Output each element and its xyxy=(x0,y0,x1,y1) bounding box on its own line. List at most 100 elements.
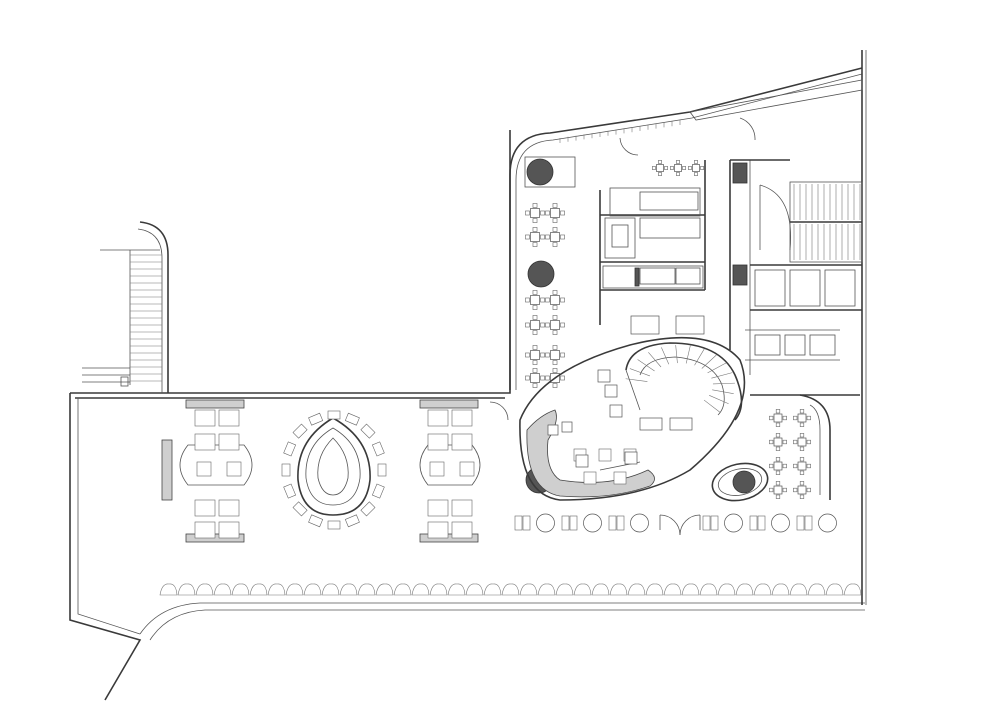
chair xyxy=(540,322,545,328)
bar-stool xyxy=(598,448,612,462)
chair xyxy=(525,297,530,303)
planter xyxy=(159,583,178,596)
chair xyxy=(682,166,686,170)
table xyxy=(675,315,705,335)
chair xyxy=(451,409,473,427)
chair xyxy=(532,242,538,247)
chair xyxy=(377,463,387,477)
table xyxy=(530,295,540,305)
planter xyxy=(447,583,466,596)
chair xyxy=(700,166,704,170)
chair xyxy=(545,352,550,358)
chair xyxy=(769,439,774,445)
table xyxy=(773,413,783,423)
chair xyxy=(688,166,692,170)
chair xyxy=(429,461,445,477)
chair xyxy=(782,487,787,493)
chair xyxy=(608,515,617,531)
chair xyxy=(545,210,550,216)
chair xyxy=(540,297,545,303)
stair-tread xyxy=(712,382,735,385)
chair xyxy=(757,515,766,531)
chair xyxy=(218,499,240,517)
chair xyxy=(793,463,798,469)
column xyxy=(732,162,748,184)
chair xyxy=(552,227,558,232)
chair xyxy=(218,433,240,451)
chair xyxy=(769,463,774,469)
chair xyxy=(782,439,787,445)
chair xyxy=(525,210,530,216)
chair xyxy=(799,470,805,475)
oval-banquet-table xyxy=(281,410,387,530)
planter xyxy=(465,583,484,596)
chair xyxy=(226,461,242,477)
chair xyxy=(545,375,550,381)
chair xyxy=(545,297,550,303)
planter xyxy=(375,583,394,596)
planter xyxy=(501,583,520,596)
chair xyxy=(525,234,530,240)
chair xyxy=(344,412,360,426)
chair xyxy=(540,210,545,216)
planter xyxy=(411,583,430,596)
planter xyxy=(717,583,736,596)
chair xyxy=(793,415,798,421)
planter xyxy=(825,583,844,596)
booth xyxy=(711,462,769,502)
chair xyxy=(532,203,538,208)
chair xyxy=(799,433,805,438)
chair xyxy=(793,487,798,493)
table xyxy=(797,485,807,495)
chair xyxy=(540,352,545,358)
planter xyxy=(519,583,538,596)
table xyxy=(773,461,783,471)
chair xyxy=(281,463,291,477)
chair xyxy=(560,234,565,240)
chair xyxy=(664,166,668,170)
chair xyxy=(540,234,545,240)
chair xyxy=(806,463,811,469)
chair xyxy=(782,463,787,469)
interior-walls xyxy=(599,159,862,396)
door-swing xyxy=(739,117,756,141)
column xyxy=(634,267,640,287)
chair xyxy=(308,412,324,426)
round-table xyxy=(818,513,837,533)
chair xyxy=(560,352,565,358)
planter xyxy=(213,583,232,596)
terrace-seating xyxy=(161,399,481,543)
chair xyxy=(327,410,341,420)
chair xyxy=(652,166,656,170)
chair xyxy=(569,515,578,531)
stair-tread xyxy=(694,348,705,366)
chair xyxy=(775,494,781,499)
table xyxy=(550,295,560,305)
chair xyxy=(799,446,805,451)
chair xyxy=(545,322,550,328)
chair xyxy=(552,290,558,295)
chair xyxy=(532,345,538,350)
chair xyxy=(775,422,781,427)
chair xyxy=(560,375,565,381)
chair xyxy=(427,499,449,517)
planter xyxy=(627,583,646,596)
chair xyxy=(670,166,674,170)
round-table xyxy=(630,513,649,533)
chair xyxy=(532,368,538,373)
stair-tread xyxy=(685,345,691,364)
chair xyxy=(194,409,216,427)
chair xyxy=(552,218,558,223)
chair xyxy=(196,461,212,477)
chair xyxy=(552,315,558,320)
stair-tread xyxy=(711,372,733,379)
planter xyxy=(393,583,412,596)
table xyxy=(797,461,807,471)
chair xyxy=(775,457,781,462)
chair xyxy=(552,345,558,350)
round-table xyxy=(536,513,555,533)
table xyxy=(797,413,807,423)
chair xyxy=(532,218,538,223)
chair xyxy=(522,515,531,531)
chair xyxy=(532,330,538,335)
